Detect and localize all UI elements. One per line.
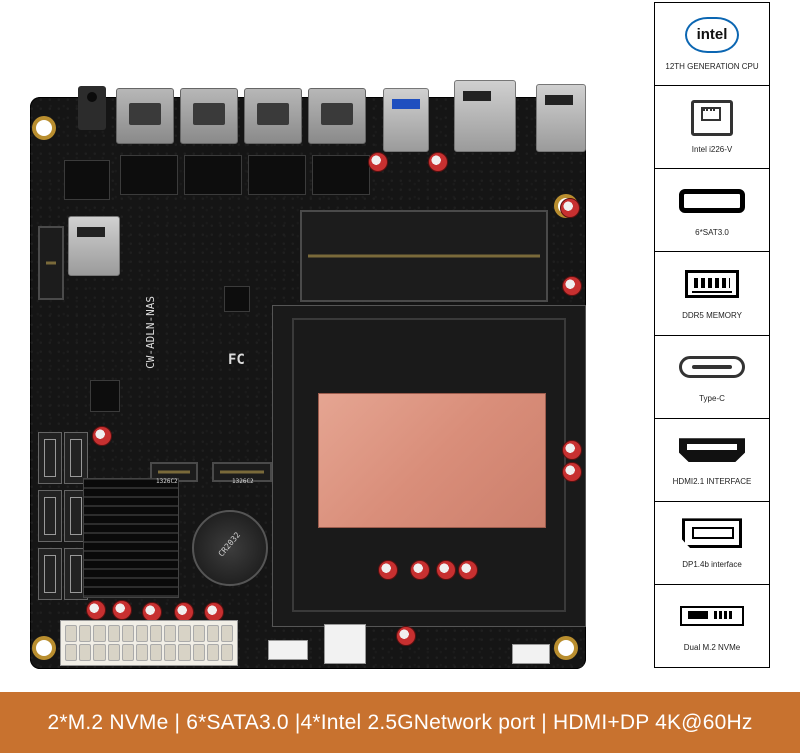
small-chip xyxy=(224,286,250,312)
mini-pcie-slot xyxy=(38,226,64,300)
rj45-port-4 xyxy=(308,88,366,144)
lan-controller-chip xyxy=(184,155,242,195)
m2-slot-2 xyxy=(212,462,272,482)
hdmi-icon xyxy=(679,438,745,462)
feature-network: Intel i226-V xyxy=(655,86,769,170)
sata-port xyxy=(38,432,62,484)
feature-label: 6*SAT3.0 xyxy=(695,227,729,237)
copper-heatspreader xyxy=(318,393,546,528)
fc-mark: FC xyxy=(228,352,245,368)
capacitor xyxy=(378,560,398,580)
feature-label: 12TH GENERATION CPU xyxy=(665,61,759,71)
feature-label: HDMI2.1 INTERFACE xyxy=(672,477,752,487)
capacitor xyxy=(458,560,478,580)
io-chip xyxy=(64,160,110,200)
fan-header xyxy=(512,644,550,664)
mounting-hole xyxy=(36,120,52,136)
capacitor xyxy=(560,198,580,218)
usb-port-stack xyxy=(536,84,586,152)
feature-label: DDR5 MEMORY xyxy=(682,310,742,320)
displayport-icon xyxy=(682,518,742,548)
atx-24pin-connector xyxy=(60,620,238,666)
rj45-port-3 xyxy=(244,88,302,144)
feature-m2: Dual M.2 NVMe xyxy=(655,585,769,667)
ddr-memory-icon xyxy=(685,269,739,298)
feature-label: Type-C xyxy=(699,394,725,404)
lan-controller-chip xyxy=(120,155,178,195)
feature-sata: 6*SAT3.0 xyxy=(655,169,769,253)
rj45-icon xyxy=(691,99,733,136)
m2-slot-label-2: 1326C2 xyxy=(232,478,254,485)
lan-controller-chip xyxy=(312,155,370,195)
mounting-hole xyxy=(558,640,574,656)
feature-label: Dual M.2 NVMe xyxy=(683,643,741,653)
sata-port xyxy=(38,490,62,542)
capacitor xyxy=(562,440,582,460)
capacitor xyxy=(436,560,456,580)
audio-jack xyxy=(78,86,106,130)
board-model-silkscreen: CW-ADLN-NAS xyxy=(144,296,157,369)
sata-port xyxy=(38,548,62,600)
feature-label: DP1.4b interface xyxy=(682,560,742,570)
features-panel: intel 12TH GENERATION CPU Intel i226-V 6… xyxy=(654,2,770,668)
capacitor xyxy=(142,602,162,622)
capacitor xyxy=(174,602,194,622)
feature-type-c: Type-C xyxy=(655,336,769,419)
usb3-port xyxy=(383,88,429,152)
rj45-port-2 xyxy=(180,88,238,144)
battery-label: CR2032 xyxy=(216,530,243,559)
capacitor xyxy=(562,276,582,296)
cmos-battery: CR2032 xyxy=(192,510,268,586)
fan-header xyxy=(268,640,308,660)
feature-memory: DDR5 MEMORY xyxy=(655,252,769,336)
sata-port xyxy=(64,432,88,484)
small-chip xyxy=(90,380,120,412)
m2-ssd-icon xyxy=(680,606,744,627)
hdmi-dp-port-stack xyxy=(454,80,516,152)
feature-label: Intel i226-V xyxy=(691,144,733,154)
chipset-heatsink xyxy=(83,478,179,598)
type-c-icon xyxy=(679,356,745,379)
spec-banner: 2*M.2 NVMe | 6*SATA3.0 |4*Intel 2.5GNetw… xyxy=(0,692,800,753)
internal-usb-port xyxy=(68,216,120,276)
intel-logo-icon: intel xyxy=(685,16,739,53)
capacitor xyxy=(410,560,430,580)
capacitor xyxy=(562,462,582,482)
feature-cpu: intel 12TH GENERATION CPU xyxy=(655,3,769,87)
m2-slot-label-1: 1326C2 xyxy=(156,478,178,485)
rj45-port-1 xyxy=(116,88,174,144)
capacitor xyxy=(204,602,224,622)
so-dimm-slot xyxy=(300,210,548,302)
cpu-power-connector xyxy=(324,624,366,664)
feature-displayport: DP1.4b interface xyxy=(655,502,769,585)
capacitor xyxy=(92,426,112,446)
spec-banner-text: 2*M.2 NVMe | 6*SATA3.0 |4*Intel 2.5GNetw… xyxy=(47,710,753,734)
sata-icon xyxy=(679,188,745,213)
capacitor xyxy=(428,152,448,172)
capacitor xyxy=(368,152,388,172)
lan-controller-chip xyxy=(248,155,306,195)
capacitor xyxy=(396,626,416,646)
feature-hdmi: HDMI2.1 INTERFACE xyxy=(655,419,769,502)
mounting-hole xyxy=(36,640,52,656)
capacitor xyxy=(86,600,106,620)
capacitor xyxy=(112,600,132,620)
